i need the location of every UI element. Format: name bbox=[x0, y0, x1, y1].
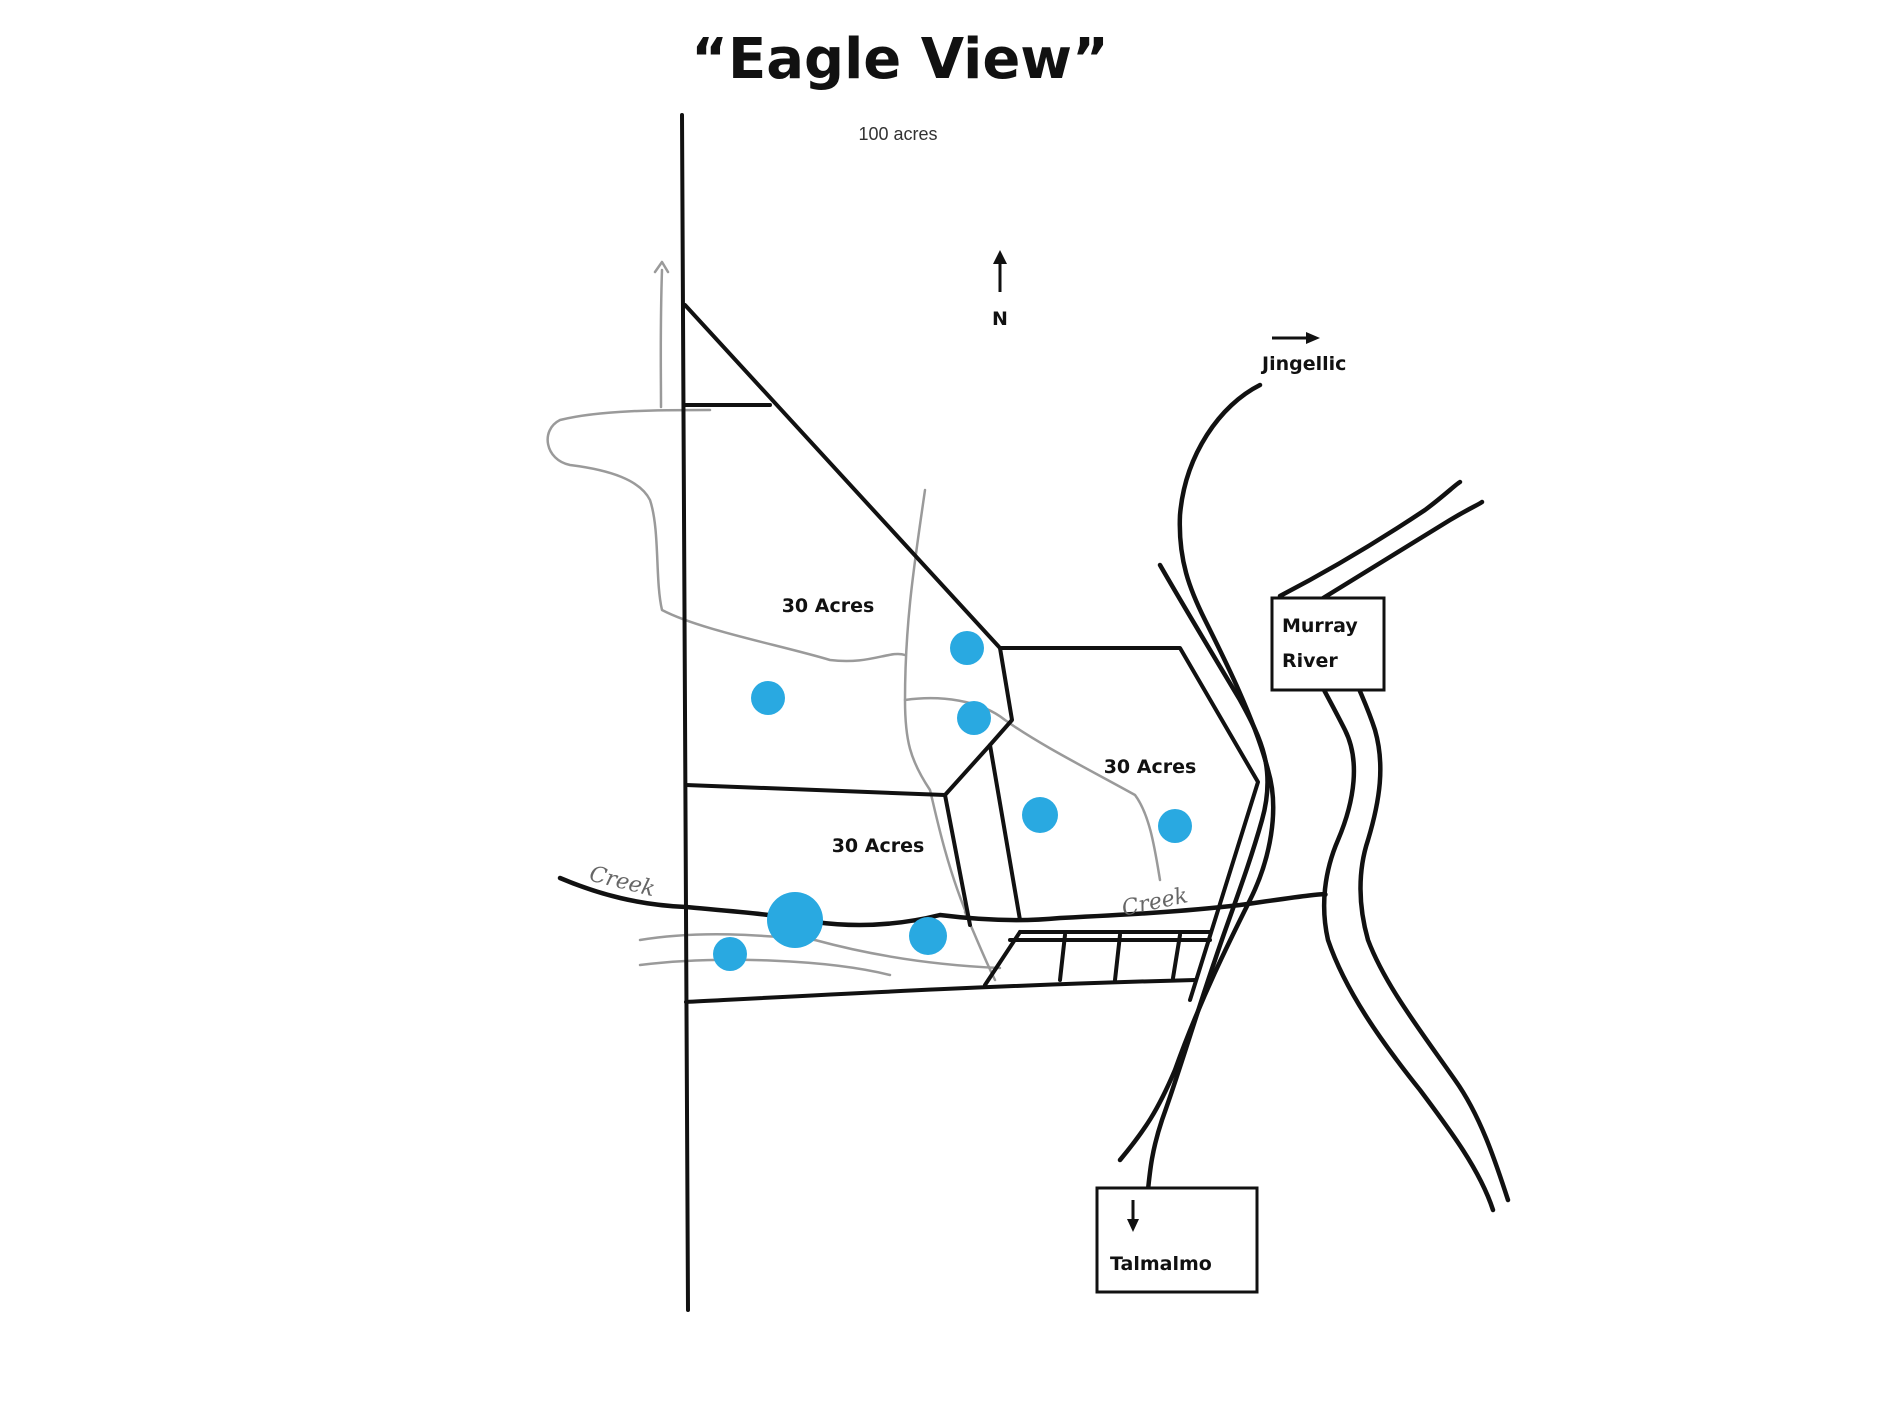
roads bbox=[1117, 382, 1511, 1213]
jingellic-label: Jingellic bbox=[1260, 353, 1346, 375]
map-subtitle: 100 acres bbox=[858, 124, 937, 144]
north-arrow-icon bbox=[993, 250, 1007, 292]
murray-river-label-line2: River bbox=[1282, 650, 1338, 672]
murray-river-box bbox=[1270, 596, 1386, 692]
talmalmo-label: Talmalmo bbox=[1110, 1253, 1212, 1275]
paddock-label-south: 30 Acres bbox=[832, 835, 925, 857]
creek-label-east: Creek bbox=[1120, 883, 1190, 921]
dam-icon bbox=[957, 701, 991, 735]
dam-icon bbox=[1022, 797, 1058, 833]
paddock-label-east: 30 Acres bbox=[1104, 756, 1197, 778]
map-title: “Eagle View” bbox=[691, 27, 1109, 92]
dam-icon bbox=[1158, 809, 1192, 843]
creek-line bbox=[557, 875, 1328, 928]
boundaries bbox=[680, 113, 1260, 1312]
tracks bbox=[546, 260, 1162, 982]
dams bbox=[713, 631, 1192, 971]
dam-icon bbox=[950, 631, 984, 665]
talmalmo-box bbox=[1095, 1186, 1259, 1294]
dam-icon bbox=[909, 917, 947, 955]
dam-icon bbox=[751, 681, 785, 715]
east-arrow-icon bbox=[1272, 332, 1320, 344]
murray-river-label-line1: Murray bbox=[1282, 615, 1358, 637]
dam-icon bbox=[713, 937, 747, 971]
north-label: N bbox=[992, 308, 1008, 330]
south-arrow-icon bbox=[1127, 1200, 1139, 1232]
paddock-label-north: 30 Acres bbox=[782, 595, 875, 617]
dam-icon bbox=[767, 892, 823, 948]
